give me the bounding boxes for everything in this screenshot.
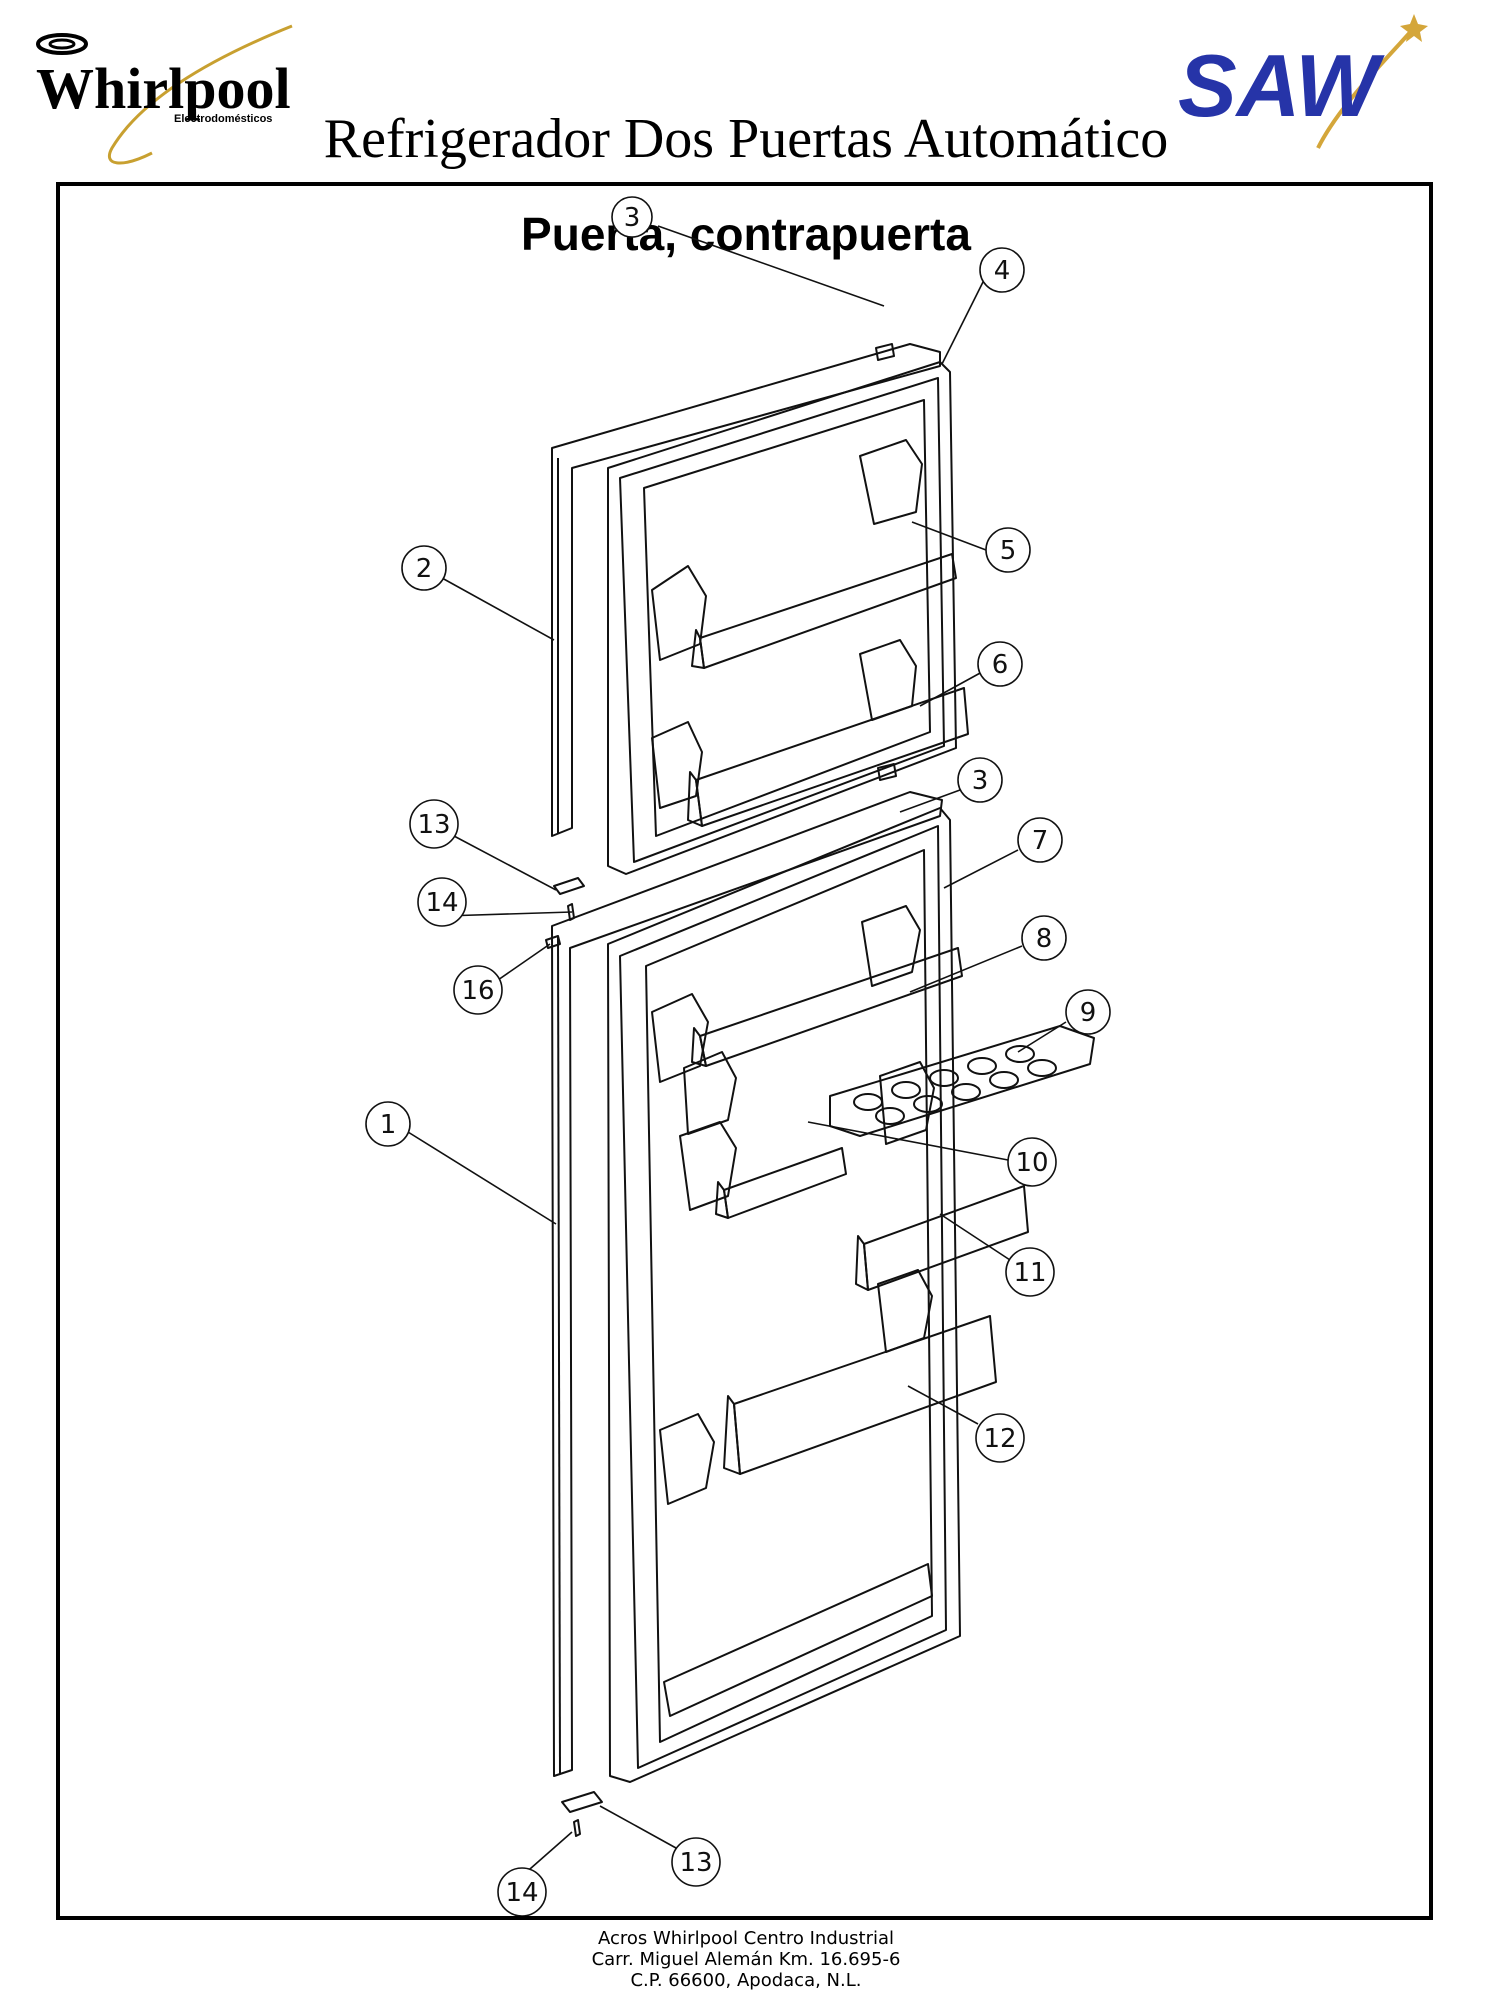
svg-text:10: 10	[1015, 1148, 1048, 1178]
section-title: Puerta, contrapuerta	[521, 208, 971, 260]
callout-16: 16	[453, 943, 551, 1015]
callout-11: 11	[939, 1213, 1055, 1297]
svg-text:2: 2	[416, 554, 433, 584]
svg-text:3: 3	[624, 203, 641, 233]
svg-text:12: 12	[983, 1424, 1016, 1454]
callout-6: 6	[919, 641, 1023, 707]
callout-5: 5	[911, 521, 1031, 573]
footer-line-2: Carr. Miguel Alemán Km. 16.695-6	[591, 1949, 901, 1970]
svg-text:13: 13	[417, 810, 450, 840]
svg-text:6: 6	[992, 650, 1009, 680]
callouts: 3 4 2 5 6 3	[365, 196, 1111, 1916]
whirlpool-swirl-icon	[36, 33, 88, 55]
callout-3-top: 3	[611, 196, 885, 307]
svg-text:8: 8	[1036, 924, 1053, 954]
callout-10: 10	[807, 1121, 1057, 1187]
hinge-bracket-lower	[561, 1791, 603, 1813]
svg-text:16: 16	[461, 976, 494, 1006]
whirlpool-logo: Whirlpool Electrodomésticos	[36, 24, 293, 165]
footer-address: Acros Whirlpool Centro Industrial Carr. …	[0, 1928, 1492, 1991]
svg-text:3: 3	[972, 766, 989, 796]
leader-line	[657, 225, 885, 307]
whirlpool-ring-icon	[108, 24, 293, 165]
svg-text:14: 14	[505, 1878, 538, 1908]
callout-4: 4	[941, 247, 1025, 365]
exploded-door-diagram: 3 4 2 5 6 3	[365, 196, 1111, 1916]
svg-text:11: 11	[1013, 1258, 1046, 1288]
callout-8: 8	[909, 915, 1067, 993]
callout-1: 1	[365, 1101, 557, 1225]
callout-12: 12	[907, 1385, 1025, 1463]
hinge-bracket-upper	[553, 877, 585, 895]
saw-swoosh-icon	[1316, 26, 1416, 149]
callout-14-upper: 14	[417, 877, 573, 927]
egg-tray-9	[829, 1025, 1095, 1137]
svg-text:13: 13	[679, 1848, 712, 1878]
callout-3-middle: 3	[899, 757, 1003, 813]
hinge-pin-middle	[877, 763, 897, 781]
lower-shelf-8	[699, 947, 963, 1067]
svg-text:9: 9	[1080, 998, 1097, 1028]
svg-text:1: 1	[380, 1110, 397, 1140]
callout-13-lower: 13	[599, 1805, 721, 1887]
footer-line-1: Acros Whirlpool Centro Industrial	[597, 1928, 895, 1949]
callout-13-upper: 13	[409, 799, 557, 891]
svg-text:7: 7	[1032, 826, 1049, 856]
hinge-screw-lower	[573, 1819, 581, 1837]
svg-text:4: 4	[994, 256, 1011, 286]
callout-2: 2	[401, 545, 555, 641]
callout-9: 9	[1017, 989, 1111, 1053]
svg-text:14: 14	[425, 888, 458, 918]
diagram-frame	[56, 182, 1433, 1920]
upper-door-shell	[551, 343, 941, 837]
document-title: Refrigerador Dos Puertas Automático	[323, 108, 1169, 170]
lower-shelf-10	[723, 1147, 847, 1219]
svg-text:5: 5	[1000, 536, 1017, 566]
lower-door-shell	[551, 791, 943, 1777]
callout-14-lower: 14	[497, 1831, 573, 1916]
whirlpool-wordmark: Whirlpool	[36, 56, 291, 121]
footer-line-3: C.P. 66600, Apodaca, N.L.	[630, 1970, 862, 1991]
hinge-pin-top	[875, 343, 895, 361]
hinge-screw-upper	[567, 903, 575, 921]
callout-7: 7	[943, 817, 1063, 889]
upper-door-liner	[607, 361, 957, 875]
lower-door-liner	[607, 807, 961, 1783]
saw-wordmark: SAW	[1178, 36, 1385, 135]
upper-shelf-5	[699, 553, 957, 669]
saw-logo: SAW	[1178, 14, 1428, 149]
lower-shelf-11	[863, 1185, 1029, 1291]
star-icon	[1400, 14, 1428, 42]
svg-text:Electrodomésticos: Electrodomésticos	[174, 113, 272, 125]
